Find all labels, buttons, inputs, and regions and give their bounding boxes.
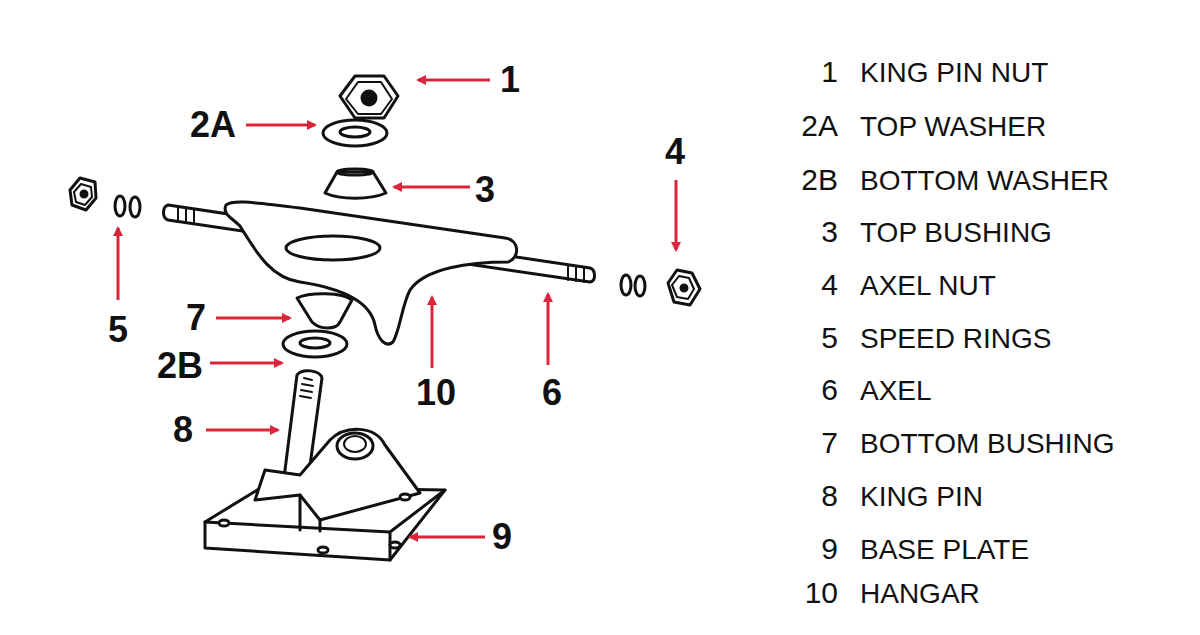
legend-number: 7 xyxy=(821,428,838,458)
callout-number: 10 xyxy=(416,375,456,411)
callout-number: 9 xyxy=(492,519,512,555)
top-washer xyxy=(323,120,387,146)
callout-number: 3 xyxy=(475,172,495,208)
legend-number: 2A xyxy=(801,111,838,141)
part-name: KING PIN NUT xyxy=(860,59,1048,87)
left-speed-rings xyxy=(115,196,140,217)
part-name: BOTTOM WASHER xyxy=(860,167,1109,195)
callout-number: 8 xyxy=(173,412,193,448)
legend-number: 4 xyxy=(821,270,838,300)
legend-number: 1 xyxy=(821,57,838,87)
part-name: BOTTOM BUSHING xyxy=(860,430,1115,458)
part-name: HANGAR xyxy=(860,580,980,608)
king-pin-nut xyxy=(340,76,398,118)
callout-number: 6 xyxy=(542,375,562,411)
legend-number: 5 xyxy=(821,323,838,353)
part-name: AXEL NUT xyxy=(860,272,996,300)
callout-number: 4 xyxy=(665,134,685,170)
base-plate xyxy=(205,429,445,560)
callout-number: 5 xyxy=(108,312,128,348)
top-bushing xyxy=(325,169,386,198)
legend-number: 3 xyxy=(821,217,838,247)
left-axle-nut xyxy=(70,178,96,210)
part-name: TOP BUSHING xyxy=(860,219,1052,247)
callout-number: 2B xyxy=(157,348,203,384)
part-name: KING PIN xyxy=(860,483,983,511)
callout-number: 1 xyxy=(500,62,520,98)
part-name: AXEL xyxy=(860,377,932,405)
part-name: SPEED RINGS xyxy=(860,325,1051,353)
callout-number: 2A xyxy=(190,107,236,143)
legend-number: 8 xyxy=(821,481,838,511)
bottom-washer xyxy=(283,331,347,357)
leader-arrows xyxy=(118,80,676,537)
right-axle-nut xyxy=(668,270,700,305)
legend-number: 10 xyxy=(805,578,838,608)
right-speed-rings xyxy=(621,275,645,296)
hangar xyxy=(164,202,595,344)
callout-number: 7 xyxy=(186,300,206,336)
legend-number: 9 xyxy=(821,534,838,564)
part-name: TOP WASHER xyxy=(860,113,1046,141)
legend-number: 2B xyxy=(801,165,838,195)
bottom-bushing xyxy=(297,294,352,328)
legend-number: 6 xyxy=(821,375,838,405)
part-name: BASE PLATE xyxy=(860,536,1029,564)
